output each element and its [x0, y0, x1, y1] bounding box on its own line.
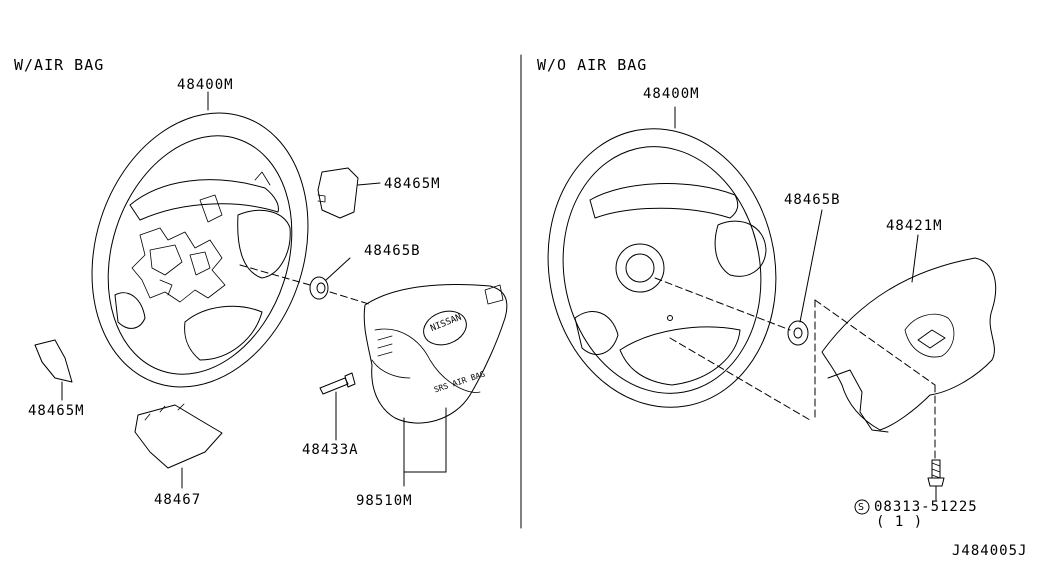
with-airbag-heading: W/AIR BAG: [14, 56, 105, 74]
left-bolt: [319, 372, 356, 441]
screw-prefix: S: [858, 502, 865, 513]
horn-pad: [814, 234, 997, 459]
bolt-label: 48433A: [302, 442, 359, 458]
screw: [854, 459, 945, 515]
left-nut-label: 48465B: [364, 243, 421, 259]
screw-qty-label: ( 1 ): [876, 514, 924, 530]
screw-prefix-circle: [854, 499, 870, 515]
without-airbag-heading: W/O AIR BAG: [537, 56, 648, 74]
airbag-module: [363, 283, 508, 424]
pad-label: 48421M: [886, 218, 943, 234]
left-upper-cover: [317, 167, 381, 219]
right-wheel-label: 48400M: [643, 86, 700, 102]
left-upper-cover-label: 48465M: [384, 176, 441, 192]
left-wheel-label: 48400M: [177, 77, 234, 93]
diagram-id: J484005J: [952, 543, 1028, 559]
left-nut: [239, 257, 373, 306]
finisher-label: 48467: [154, 492, 202, 508]
left-lower-cover-label: 48465M: [28, 403, 85, 419]
left-lower-cover: [34, 339, 73, 401]
right-steering-wheel: [547, 128, 811, 421]
finisher: [134, 403, 223, 489]
module-label: 98510M: [356, 493, 413, 509]
module-leader: [403, 407, 447, 487]
right-nut: [787, 209, 823, 346]
right-nut-label: 48465B: [784, 192, 841, 208]
left-steering-wheel: [91, 112, 309, 388]
screw-label: 08313-51225: [874, 499, 978, 515]
